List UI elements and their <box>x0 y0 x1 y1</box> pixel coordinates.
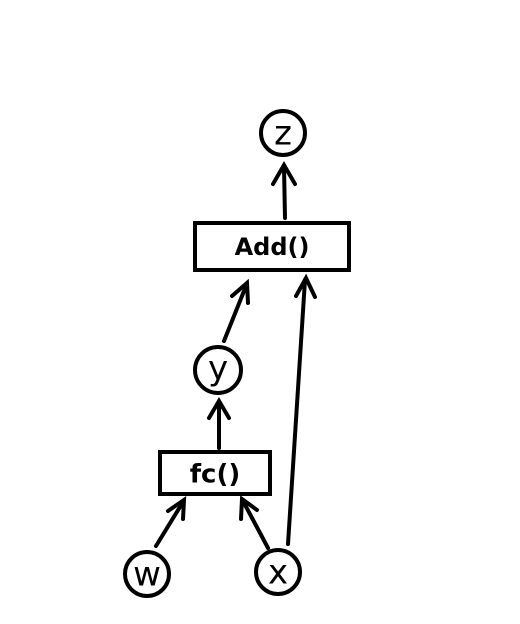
node-w-label: w <box>133 555 161 595</box>
edge-add-to-z <box>282 165 287 220</box>
op-fc: fc() <box>158 450 272 496</box>
edge-w-to-fc <box>154 500 185 548</box>
edge-x-to-fc <box>241 499 270 550</box>
arrowhead-fc-to-y <box>207 397 231 420</box>
arrowhead-w-to-fc <box>166 496 187 521</box>
op-fc-label: fc() <box>190 460 241 490</box>
op-add: Add() <box>193 221 351 272</box>
arrowhead-y-to-add <box>230 278 250 305</box>
node-y: y <box>193 345 243 395</box>
node-x: x <box>254 548 302 596</box>
node-w: w <box>123 550 171 598</box>
node-z-circle <box>259 109 307 157</box>
node-y-label: y <box>208 349 228 389</box>
arrowhead-x-to-fc <box>239 495 259 521</box>
node-y-circle <box>193 345 243 395</box>
arrowhead-x-to-add <box>294 273 317 299</box>
arrowhead-add-to-z <box>271 161 297 186</box>
node-x-label: x <box>268 553 288 593</box>
node-z-label: z <box>274 114 292 154</box>
edge-x-to-add <box>286 278 307 546</box>
edge-y-to-add <box>222 284 248 343</box>
node-x-circle <box>254 548 302 596</box>
edges <box>154 161 317 550</box>
op-fc-box <box>158 450 272 496</box>
node-z: z <box>259 109 307 157</box>
node-w-circle <box>123 550 171 598</box>
op-add-label: Add() <box>235 233 310 261</box>
op-add-box <box>193 221 351 272</box>
